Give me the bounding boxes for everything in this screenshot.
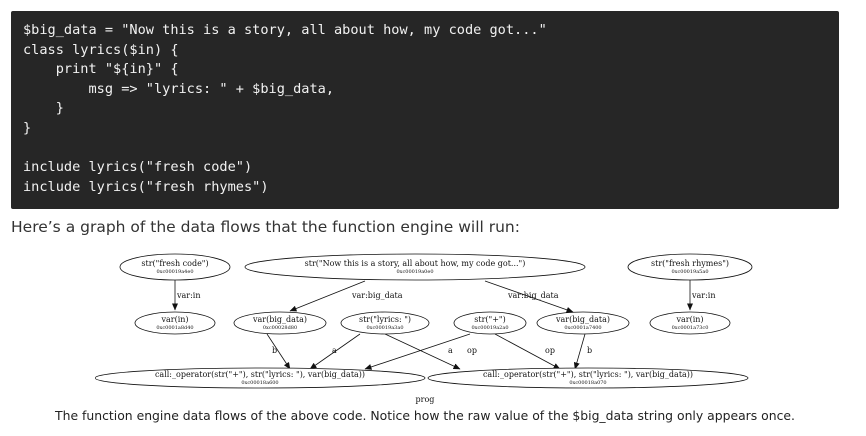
edge-label: op <box>545 346 555 355</box>
node-address: 0xc00019a2a0 <box>471 325 508 331</box>
node-label: var(in) <box>675 315 703 324</box>
edge-label: var:big_data <box>351 291 403 300</box>
node-address: 0xc00028d80 <box>263 325 297 331</box>
code-line <box>23 139 827 159</box>
node-str-plus: str("+") 0xc00019a2a0 <box>453 311 527 335</box>
intro-text: Here’s a graph of the data flows that th… <box>11 218 520 236</box>
node-label: var(big_data) <box>555 315 610 324</box>
node-label: str("fresh code") <box>141 259 208 268</box>
node-var-in-left: var(in) 0xc0001a8d40 <box>134 311 216 335</box>
node-label: var(big_data) <box>252 315 307 324</box>
edge-label: op <box>467 346 477 355</box>
edge-str-lyrics-to-call-right <box>384 333 461 370</box>
edge-str-lyrics-to-call-left <box>309 333 361 370</box>
edge-str-plus-to-call-left <box>364 333 471 370</box>
data-flow-graph: str("fresh code") 0xc00019a4e0 str("Now … <box>94 252 755 408</box>
node-label: str("Now this is a story, all about how,… <box>305 259 526 268</box>
node-label: str("lyrics: ") <box>359 315 411 324</box>
graph-label: prog <box>416 395 435 404</box>
node-label: str("+") <box>474 315 505 324</box>
code-block: $big_data = "Now this is a story, all ab… <box>11 11 839 209</box>
node-str-story: str("Now this is a story, all about how,… <box>244 253 586 281</box>
edge-label: b <box>272 346 277 355</box>
node-address: 0xc00018a600 <box>241 380 278 386</box>
node-str-lyrics: str("lyrics: ") 0xc00019a3a0 <box>340 311 430 335</box>
edge-var-big-data-to-call-left <box>266 333 291 370</box>
node-label: call:_operator(str("+"), str("lyrics: ")… <box>155 370 365 379</box>
code-line: print "${in}" { <box>23 61 179 78</box>
code-line: include lyrics("fresh rhymes") <box>23 178 269 195</box>
node-var-big-data-left: var(big_data) 0xc00028d80 <box>233 311 327 335</box>
node-address: 0xc0001a7400 <box>564 325 601 331</box>
node-label: str("fresh rhymes") <box>651 259 729 268</box>
code-line: class lyrics($in) { <box>23 41 179 58</box>
edge-label: var:big_data <box>507 291 559 300</box>
node-label: call:_operator(str("+"), str("lyrics: ")… <box>483 370 693 379</box>
node-address: 0xc00019a3a0 <box>366 325 403 331</box>
node-address: 0xc00019a0e0 <box>396 269 433 275</box>
edge-label: var:in <box>691 291 716 300</box>
code-line: } <box>23 100 64 117</box>
edge-label: a <box>332 346 337 355</box>
edge-label: b <box>587 346 592 355</box>
node-address: 0xc0001a73c0 <box>672 325 709 331</box>
edge-label: a <box>448 346 453 355</box>
code-line: } <box>23 119 32 136</box>
node-var-in-right: var(in) 0xc0001a73c0 <box>649 311 731 335</box>
node-address: 0xc0001a8d40 <box>156 325 193 331</box>
node-call-left: call:_operator(str("+"), str("lyrics: ")… <box>94 367 426 389</box>
node-var-big-data-right: var(big_data) 0xc0001a7400 <box>536 311 630 335</box>
node-label: var(in) <box>160 315 188 324</box>
node-str-fresh-rhymes: str("fresh rhymes") 0xc00019a5a0 <box>627 253 753 281</box>
edge-str-plus-to-call-right <box>494 333 561 370</box>
code-line: msg => "lyrics: " + $big_data, <box>23 80 334 97</box>
node-address: 0xc00019a5a0 <box>671 269 708 275</box>
edge-story-to-var-big-data-right <box>484 280 574 313</box>
node-str-fresh-code: str("fresh code") 0xc00019a4e0 <box>119 253 231 281</box>
edge-var-big-data-to-call-right <box>573 333 586 370</box>
code-line: include lyrics("fresh code") <box>23 159 253 176</box>
edge-story-to-var-big-data-left <box>289 280 366 312</box>
figure-caption: The function engine data flows of the ab… <box>55 408 795 423</box>
code-line: $big_data = "Now this is a story, all ab… <box>23 22 547 38</box>
node-address: 0xc00019a4e0 <box>156 269 193 275</box>
node-call-right: call:_operator(str("+"), str("lyrics: ")… <box>427 367 749 389</box>
node-address: 0xc00018a070 <box>569 380 606 386</box>
edge-label: var:in <box>176 291 201 300</box>
